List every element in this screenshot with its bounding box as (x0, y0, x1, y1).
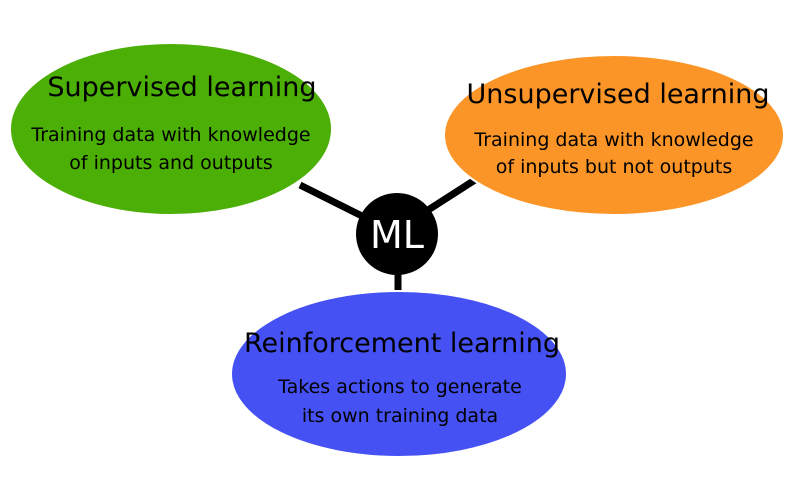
supervised-title: Supervised learning (47, 72, 316, 103)
reinforcement-bubble (230, 290, 568, 458)
ml-hub-circle (356, 193, 438, 275)
unsupervised-desc-line2: of inputs but not outputs (496, 156, 732, 178)
connector-unsupervised (423, 175, 480, 215)
reinforcement-desc-line2: its own training data (302, 405, 498, 427)
node-unsupervised: Unsupervised learning Training data with… (443, 54, 785, 216)
supervised-desc-line2: of inputs and outputs (69, 152, 273, 174)
ml-hub: ML (356, 193, 438, 275)
unsupervised-title: Unsupervised learning (467, 79, 770, 110)
unsupervised-bubble (443, 54, 785, 216)
node-supervised: Supervised learning Training data with k… (9, 42, 333, 216)
node-reinforcement: Reinforcement learning Takes actions to … (230, 290, 568, 458)
ml-hub-label: ML (370, 213, 424, 257)
supervised-bubble (9, 42, 333, 216)
reinforcement-title: Reinforcement learning (244, 328, 560, 359)
connector-supervised (298, 181, 372, 224)
unsupervised-desc-line1: Training data with knowledge (473, 129, 753, 151)
supervised-desc-line1: Training data with knowledge (30, 124, 310, 146)
reinforcement-desc-line1: Takes actions to generate (277, 376, 522, 398)
